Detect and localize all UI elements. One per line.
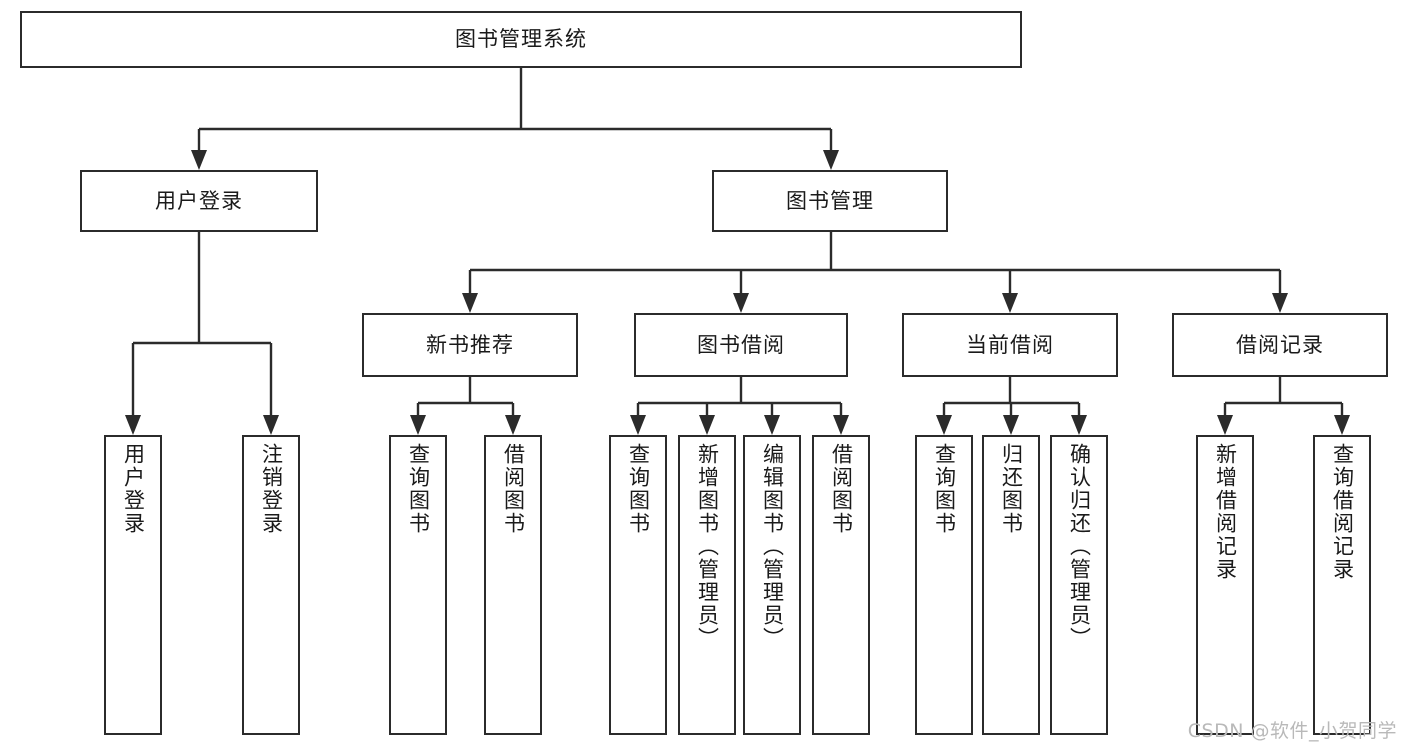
node-label: 当前借阅 xyxy=(966,332,1054,357)
node-book-management[interactable]: 图书管理 xyxy=(712,170,948,232)
node-label: 用户登录 xyxy=(155,188,243,213)
arrowhead-new-book-recommend xyxy=(462,293,478,313)
arrowhead-borrowrecord-leaf-2 xyxy=(1334,415,1350,435)
leaf-current-borrow-query-book[interactable]: 查询图书 xyxy=(915,435,973,735)
leaf-new-book-borrow-book[interactable]: 借阅图书 xyxy=(484,435,542,735)
arrowhead-bookborrow-leaf-4 xyxy=(833,415,849,435)
arrowhead-logout-leaf xyxy=(263,415,279,435)
arrowhead-bookborrow-leaf-3 xyxy=(764,415,780,435)
leaf-user-login-login[interactable]: 用户登录 xyxy=(104,435,162,735)
leaf-new-book-query-book[interactable]: 查询图书 xyxy=(389,435,447,735)
node-label: 新书推荐 xyxy=(426,332,514,357)
arrowhead-book-borrow xyxy=(733,293,749,313)
arrowhead-currentborrow-leaf-1 xyxy=(936,415,952,435)
node-label: 借阅图书 xyxy=(501,443,526,535)
node-label: 查询图书 xyxy=(626,443,651,535)
arrowhead-newbook-leaf-1 xyxy=(410,415,426,435)
node-root-book-management-system[interactable]: 图书管理系统 xyxy=(20,11,1022,68)
arrowhead-user-login-leaf xyxy=(125,415,141,435)
leaf-borrow-record-query-record[interactable]: 查询借阅记录 xyxy=(1313,435,1371,735)
node-user-login[interactable]: 用户登录 xyxy=(80,170,318,232)
arrowhead-bookborrow-leaf-2 xyxy=(699,415,715,435)
node-new-book-recommend[interactable]: 新书推荐 xyxy=(362,313,578,377)
node-borrow-record[interactable]: 借阅记录 xyxy=(1172,313,1388,377)
arrowhead-borrowrecord-leaf-1 xyxy=(1217,415,1233,435)
node-label: 图书管理 xyxy=(786,188,874,213)
node-label: 图书借阅 xyxy=(697,332,785,357)
node-book-borrow[interactable]: 图书借阅 xyxy=(634,313,848,377)
arrowhead-bookborrow-leaf-1 xyxy=(630,415,646,435)
leaf-current-borrow-confirm-return-admin[interactable]: 确认归还（管理员） xyxy=(1050,435,1108,735)
node-label: 借阅图书 xyxy=(829,443,854,535)
leaf-user-login-logout[interactable]: 注销登录 xyxy=(242,435,300,735)
leaf-book-borrow-edit-book-admin[interactable]: 编辑图书（管理员） xyxy=(743,435,801,735)
arrowhead-currentborrow-leaf-2 xyxy=(1003,415,1019,435)
node-label: 借阅记录 xyxy=(1236,332,1324,357)
node-label: 注销登录 xyxy=(259,443,284,535)
node-current-borrow[interactable]: 当前借阅 xyxy=(902,313,1118,377)
node-label: 编辑图书（管理员） xyxy=(760,443,785,650)
node-label: 查询图书 xyxy=(932,443,957,535)
leaf-borrow-record-add-record[interactable]: 新增借阅记录 xyxy=(1196,435,1254,735)
node-label: 归还图书 xyxy=(999,443,1024,535)
node-label: 用户登录 xyxy=(121,443,146,535)
node-label: 图书管理系统 xyxy=(455,27,587,52)
node-label: 查询借阅记录 xyxy=(1330,443,1355,581)
leaf-book-borrow-query-book[interactable]: 查询图书 xyxy=(609,435,667,735)
watermark-text: CSDN @软件_小贺同学 xyxy=(1187,720,1397,742)
leaf-book-borrow-borrow-book[interactable]: 借阅图书 xyxy=(812,435,870,735)
arrowhead-borrow-record xyxy=(1272,293,1288,313)
leaf-book-borrow-add-book-admin[interactable]: 新增图书（管理员） xyxy=(678,435,736,735)
arrowhead-newbook-leaf-2 xyxy=(505,415,521,435)
node-label: 确认归还（管理员） xyxy=(1067,443,1092,650)
node-label: 查询图书 xyxy=(406,443,431,535)
arrowhead-book-mgmt xyxy=(823,150,839,170)
arrowhead-currentborrow-leaf-3 xyxy=(1071,415,1087,435)
arrowhead-current-borrow xyxy=(1002,293,1018,313)
node-label: 新增借阅记录 xyxy=(1213,443,1238,581)
leaf-current-borrow-return-book[interactable]: 归还图书 xyxy=(982,435,1040,735)
arrowhead-user-login xyxy=(191,150,207,170)
node-label: 新增图书（管理员） xyxy=(695,443,720,650)
